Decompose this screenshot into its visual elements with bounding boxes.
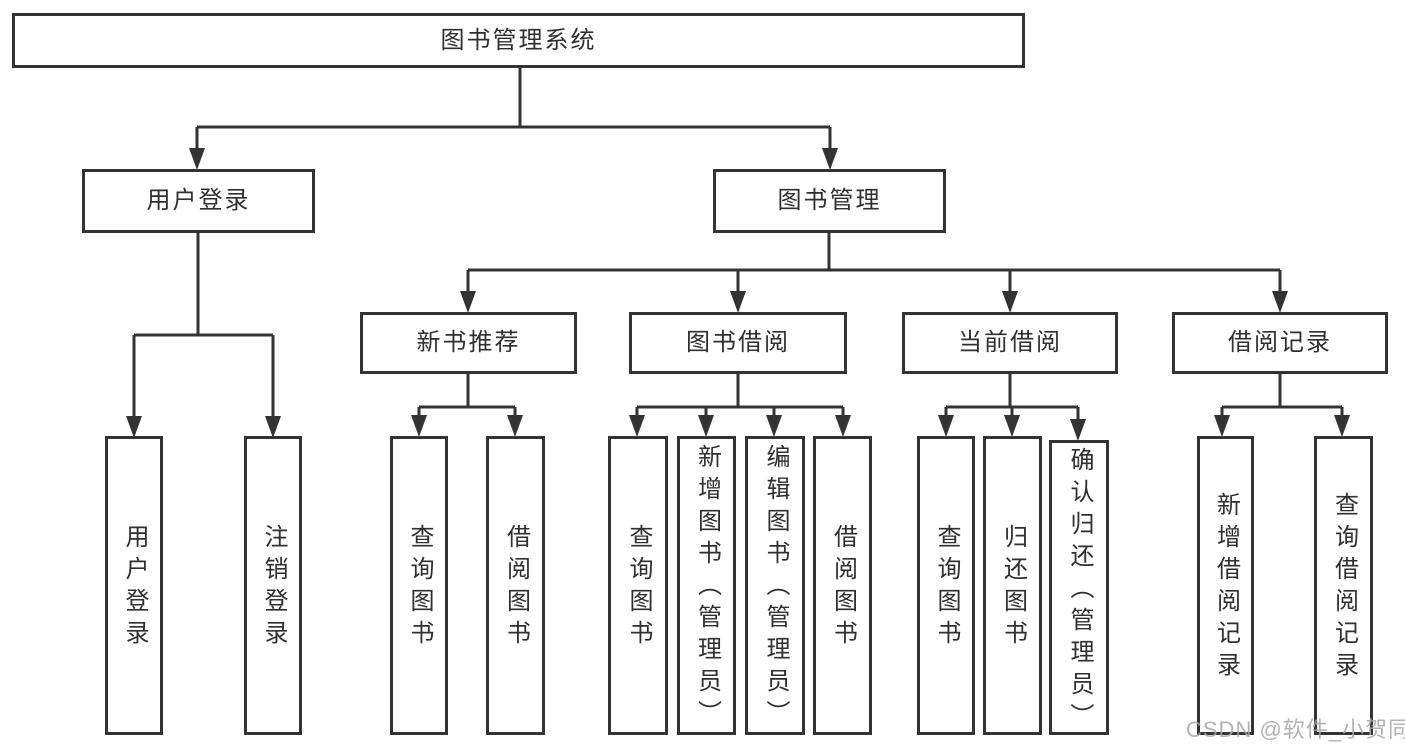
node-book-management: 图书管理 (713, 169, 946, 233)
leaf-recommend-borrow-books: 借阅图书 (486, 436, 545, 735)
leaf-current-confirm-return-admin: 确认归还（管理员） (1049, 440, 1109, 735)
leaf-records-query-record: 查询借阅记录 (1314, 436, 1373, 735)
leaf-records-add-record: 新增借阅记录 (1197, 436, 1254, 735)
node-new-book-recommend: 新书推荐 (360, 312, 577, 374)
leaf-logout: 注销登录 (244, 436, 302, 735)
node-library-system: 图书管理系统 (12, 13, 1025, 68)
leaf-borrowing-borrow-books: 借阅图书 (813, 436, 872, 735)
node-user-login: 用户登录 (82, 169, 315, 233)
node-borrow-records: 借阅记录 (1172, 312, 1388, 374)
leaf-borrowing-query-books: 查询图书 (608, 436, 668, 735)
node-book-borrowing: 图书借阅 (629, 312, 847, 374)
leaf-current-query-books: 查询图书 (917, 436, 975, 735)
leaf-user-login: 用户登录 (105, 436, 163, 735)
node-current-borrowing: 当前借阅 (902, 312, 1118, 374)
leaf-current-return-books: 归还图书 (983, 436, 1042, 735)
leaf-recommend-query-books: 查询图书 (390, 436, 448, 735)
leaf-borrowing-add-books-admin: 新增图书（管理员） (677, 436, 736, 735)
watermark-text: CSDN @软件_小贺同学 (1186, 717, 1405, 742)
leaf-borrowing-edit-books-admin: 编辑图书（管理员） (745, 436, 805, 735)
